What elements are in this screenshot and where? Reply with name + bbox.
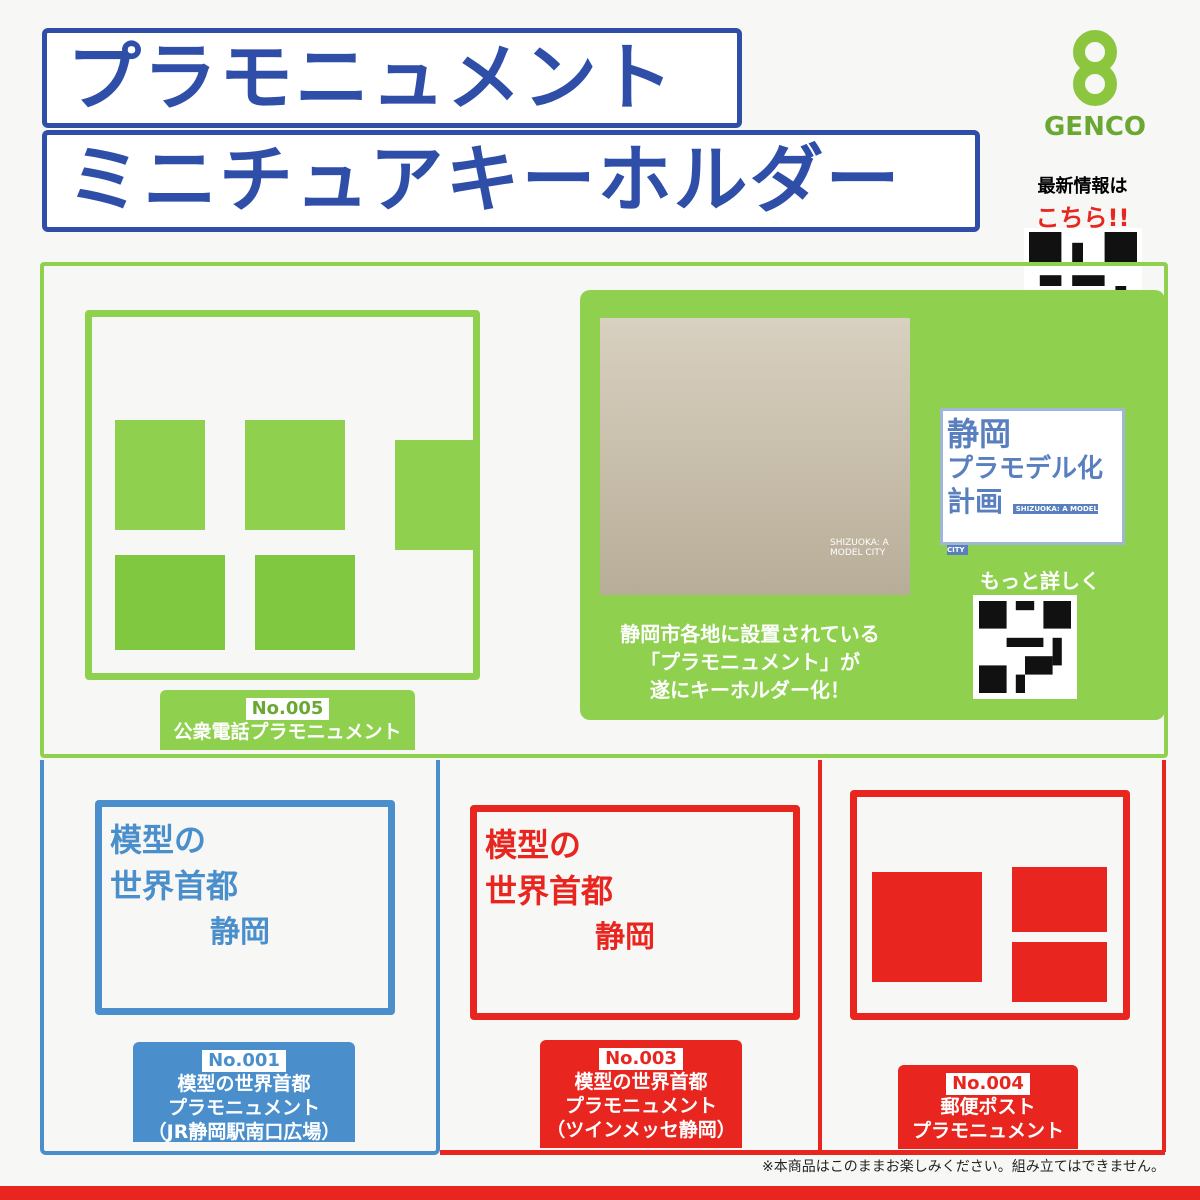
blue-sprue-keyholder: 模型の世界首都静岡 — [95, 800, 395, 1015]
photo-caption: SHIZUOKA: A MODEL CITY — [830, 538, 889, 558]
genco-text: GENCO — [1043, 112, 1147, 142]
more-details-label: もっと詳しく — [980, 569, 1100, 593]
postbox-sprue-keyholder — [850, 790, 1130, 1020]
genco-mark-icon — [1073, 30, 1117, 106]
latest-info-link[interactable]: こちら!! — [1035, 204, 1130, 232]
item-label-001: No.001 模型の世界首都プラモニュメント（JR静岡駅南口広場） — [133, 1042, 355, 1143]
promo-photo: SHIZUOKA: A MODEL CITY — [600, 318, 910, 595]
bottom-red-bar — [0, 1186, 1200, 1200]
title-line-2: ミニチュアキーホルダー — [42, 130, 980, 232]
promo-text: 静岡市各地に設置されている「プラモニュメント」が遂にキーホルダー化！ — [620, 622, 880, 702]
red-sprue-runner — [440, 1150, 1165, 1155]
blue-sprue-frame — [40, 760, 440, 1155]
shizuoka-plamodel-logo: 静岡 プラモデル化 計画 SHIZUOKA: A MODEL CITY — [940, 408, 1125, 555]
genco-logo: GENCO — [1040, 28, 1150, 142]
title-line-1: プラモニュメント — [42, 28, 742, 128]
latest-info-label: 最新情報は — [1037, 176, 1128, 197]
item-label-003: No.003 模型の世界首都プラモニュメント（ツインメッセ静岡） — [540, 1040, 742, 1148]
item-label-004: No.004 郵便ポストプラモニュメント — [898, 1065, 1078, 1149]
promo-panel: SHIZUOKA: A MODEL CITY 静岡 プラモデル化 計画 SHIZ… — [580, 290, 1165, 720]
payphone-product-image — [85, 290, 480, 680]
footnote: ※本商品はこのままお楽しみください。組み立てはできません。 — [761, 1159, 1165, 1175]
red-sprue-keyholder: 模型の世界首都静岡 — [470, 805, 800, 1020]
item-label-005: No.005 公衆電話プラモニュメント — [160, 690, 415, 750]
qr-code-details[interactable] — [973, 595, 1077, 699]
green-sprue-frame — [40, 262, 1168, 758]
